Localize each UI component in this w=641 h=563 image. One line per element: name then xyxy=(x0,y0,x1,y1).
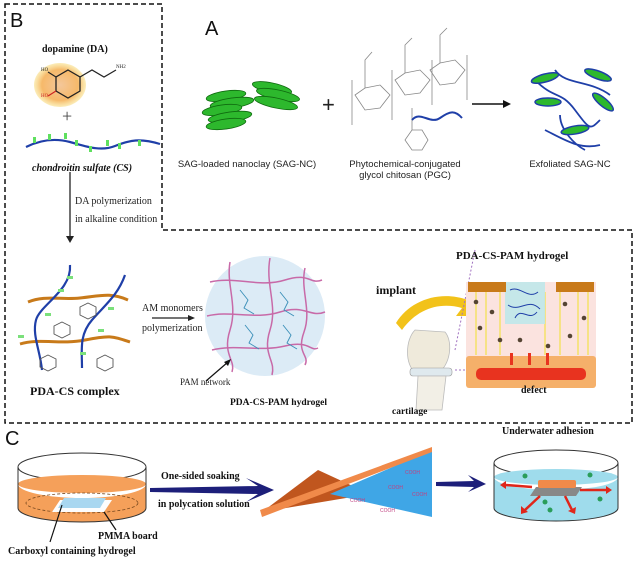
dopamine-label: dopamine (DA) xyxy=(42,44,108,55)
pgc-label-line2: glycol chitosan (PGC) xyxy=(359,170,451,181)
sag-nc-label: SAG-loaded nanoclay (SAG-NC) xyxy=(177,159,317,170)
cooh-label: COOH xyxy=(380,508,395,514)
chondroitin-label: chondroitin sulfate (CS) xyxy=(32,163,133,174)
ethylamine-chain xyxy=(79,69,117,78)
pmma-label: PMMA board xyxy=(98,531,158,542)
step1-line2: in alkaline condition xyxy=(75,214,158,225)
soaking-dish xyxy=(17,452,147,523)
exfoliated-label: Exfoliated SAG-NC xyxy=(529,159,611,170)
pgc-polymer-chain xyxy=(411,111,463,121)
pda-cs-pam-hydrogel-top-label: PDA-CS-PAM hydrogel xyxy=(456,250,569,262)
step1-line1: DA polymerization xyxy=(75,196,152,207)
soak-line2: in polycation solution xyxy=(158,499,250,510)
pgc-molecule xyxy=(351,27,468,151)
catechol-highlight xyxy=(34,63,86,107)
cooh-label: COOH xyxy=(412,492,427,498)
pmma-pointer xyxy=(103,511,117,531)
underwater-label: Underwater adhesion xyxy=(502,426,594,437)
hydrogel-pointer xyxy=(49,504,63,543)
reaction-arrow-a xyxy=(472,100,511,108)
cooh-label: COOH xyxy=(350,498,365,504)
chondroitin-chain xyxy=(25,133,161,152)
cartilage-label: cartilage xyxy=(392,407,428,417)
pda-cs-complex xyxy=(18,264,131,372)
soak-line1: One-sided soaking xyxy=(161,471,240,482)
pda-cs-complex-label: PDA-CS complex xyxy=(30,384,120,398)
panel-a-letter: A xyxy=(205,18,219,40)
dopamine-molecule xyxy=(34,63,117,107)
one-sided-hydrogel-sheet: COOH COOH COOH COOH COOH xyxy=(260,447,432,517)
plus-sign-b: + xyxy=(62,106,73,126)
pam-network-label: PAM network xyxy=(180,377,231,387)
nh2-label: NH2 xyxy=(116,65,126,70)
ho-label-2: HO xyxy=(41,94,49,99)
am-arrow xyxy=(152,315,195,321)
implant-label: implant xyxy=(376,283,417,297)
cooh-label: COOH xyxy=(405,470,420,476)
soaking-arrow xyxy=(150,478,274,502)
panel-b-outline xyxy=(4,3,633,424)
sag-nanoclay xyxy=(201,81,300,131)
step2-line2: polymerization xyxy=(142,323,203,334)
pda-cs-pam-hydrogel-sphere xyxy=(205,256,326,376)
pda-cs-pam-hydrogel-label: PDA-CS-PAM hydrogel xyxy=(230,398,328,408)
polymerization-arrow xyxy=(66,172,74,243)
exfoliated-sag-nc xyxy=(530,68,615,151)
underwater-dish xyxy=(493,449,619,522)
implant-arrow xyxy=(396,292,478,330)
pgc-label-line1: Phytochemical-conjugated xyxy=(349,159,461,170)
plus-sign-a: + xyxy=(322,92,335,117)
panel-c-letter: C xyxy=(5,428,20,450)
cooh-label: COOH xyxy=(388,485,403,491)
defect-label: defect xyxy=(521,385,547,396)
knee-joint xyxy=(396,249,480,411)
carboxyl-label: Carboxyl containing hydrogel xyxy=(8,546,136,557)
adhesion-arrow xyxy=(436,475,486,492)
panel-b-letter: B xyxy=(10,10,24,32)
ho-label-1: HO xyxy=(41,68,49,73)
cartilage-defect-panel xyxy=(466,282,596,388)
pam-network-pointer xyxy=(205,359,231,382)
step2-line1: AM monomers xyxy=(142,303,203,314)
